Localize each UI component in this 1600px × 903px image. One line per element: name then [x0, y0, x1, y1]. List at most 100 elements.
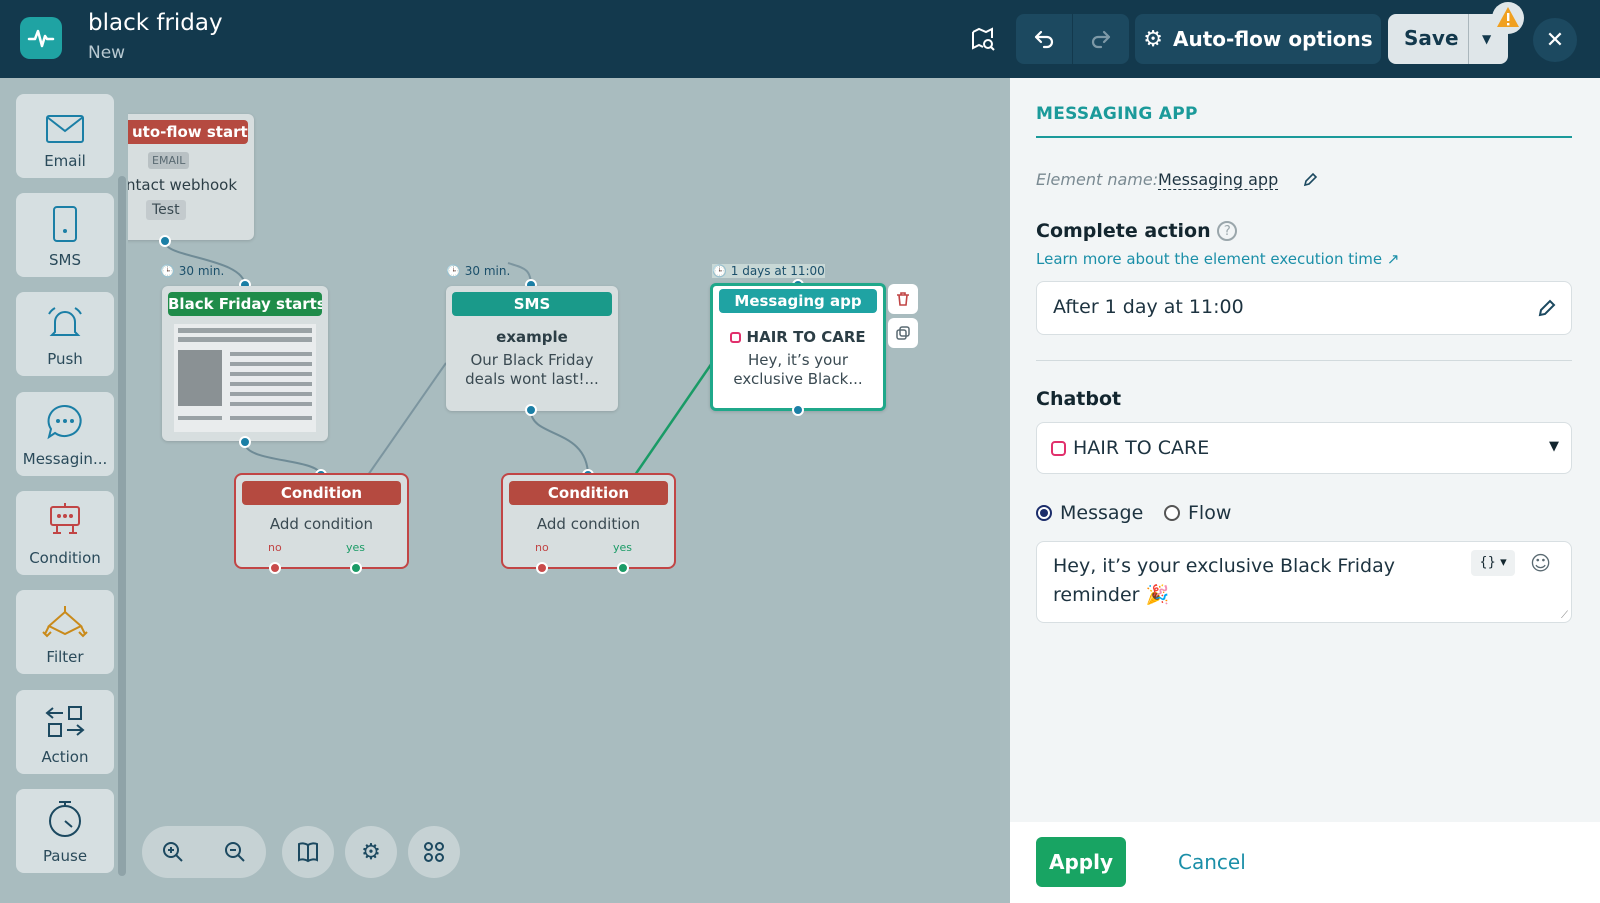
email-icon: [46, 115, 84, 143]
pencil-icon[interactable]: [1302, 172, 1318, 188]
save-label: Save: [1404, 26, 1459, 50]
messaging-node-title: Messaging app: [719, 289, 877, 313]
emoji-icon[interactable]: ☺: [1530, 551, 1551, 575]
docs-button[interactable]: [282, 826, 334, 878]
app-logo-icon[interactable]: [20, 17, 62, 59]
email-node[interactable]: Black Friday starts ...: [162, 286, 328, 441]
close-button[interactable]: ✕: [1533, 18, 1577, 62]
messaging-output-port[interactable]: [792, 404, 804, 416]
zoom-out-button[interactable]: [204, 840, 266, 864]
messaging-node-bot: HAIR TO CARE: [713, 328, 883, 346]
palette-pause[interactable]: Pause: [16, 789, 114, 873]
cancel-button[interactable]: Cancel: [1178, 850, 1246, 874]
sms-node-text-line1: Our Black Friday: [470, 351, 594, 369]
save-button[interactable]: Save ▼: [1388, 14, 1508, 64]
panel-title-underline: [1036, 136, 1572, 138]
chatbot-value: HAIR TO CARE: [1073, 437, 1210, 459]
element-name-value[interactable]: Messaging app: [1158, 170, 1279, 190]
flow-canvas[interactable]: uto-flow start EMAIL ntact webhook Test …: [128, 78, 1010, 903]
palette-condition[interactable]: Condition: [16, 491, 114, 575]
sms-node-title: SMS: [452, 292, 612, 316]
resize-handle-icon[interactable]: ⟋: [1561, 610, 1568, 621]
email-preview-thumbnail: [174, 324, 316, 432]
undo-button[interactable]: [1016, 14, 1072, 64]
external-link-icon: ↗: [1386, 250, 1400, 268]
grid-view-button[interactable]: [408, 826, 460, 878]
condition2-yes-label: yes: [613, 541, 633, 554]
complete-action-value: After 1 day at 11:00: [1053, 296, 1244, 318]
sms-node-text-line2: deals wont last!...: [465, 370, 599, 388]
palette-action[interactable]: Action: [16, 690, 114, 774]
sms-node[interactable]: SMS example Our Black Friday deals wont …: [446, 286, 618, 411]
condition1-yes-port[interactable]: [350, 562, 362, 574]
start-node-title: uto-flow start: [128, 120, 248, 144]
complete-action-field[interactable]: After 1 day at 11:00: [1036, 281, 1572, 335]
email-timer: 🕒 30 min.: [160, 264, 225, 278]
condition2-yes-port[interactable]: [617, 562, 629, 574]
complete-action-heading: Complete action ?: [1036, 220, 1238, 242]
condition2-node[interactable]: Condition Add condition no yes: [501, 473, 676, 569]
apply-button[interactable]: Apply: [1036, 837, 1126, 887]
gear-icon: ⚙: [361, 839, 381, 865]
undo-icon: [1034, 30, 1054, 49]
messaging-timer-value: 1 days at 11:00: [730, 264, 825, 278]
palette-sms[interactable]: SMS: [16, 193, 114, 277]
condition2-no-port[interactable]: [536, 562, 548, 574]
condition2-add-condition[interactable]: Add condition: [536, 515, 641, 533]
palette-scrollbar[interactable]: [118, 176, 126, 876]
message-textarea[interactable]: Hey, it’s your exclusive Black Friday re…: [1036, 541, 1572, 623]
sms-output-port[interactable]: [525, 404, 537, 416]
help-icon[interactable]: ?: [1217, 221, 1238, 241]
trash-icon: [897, 292, 909, 306]
pencil-icon[interactable]: [1537, 298, 1557, 318]
palette-filter[interactable]: Filter: [16, 590, 114, 674]
start-output-port[interactable]: [159, 235, 171, 247]
variables-button[interactable]: {} ▾: [1471, 550, 1515, 576]
messaging-node[interactable]: Messaging app HAIR TO CARE Hey, it’s you…: [710, 283, 886, 411]
start-node[interactable]: uto-flow start EMAIL ntact webhook Test: [128, 114, 254, 240]
condition2-no-label: no: [535, 541, 549, 554]
zoom-controls: [142, 826, 266, 878]
flow-title[interactable]: black friday: [88, 10, 223, 36]
radio-message-control[interactable]: [1036, 505, 1052, 521]
guide-button[interactable]: [958, 14, 1008, 64]
instagram-icon: [730, 332, 742, 343]
duplicate-node-button[interactable]: [888, 318, 918, 348]
radio-flow-control[interactable]: [1164, 505, 1180, 521]
condition1-add-condition[interactable]: Add condition: [269, 515, 374, 533]
radio-message[interactable]: Message: [1036, 502, 1143, 524]
instagram-icon: [1051, 441, 1066, 456]
condition-icon: [50, 503, 80, 534]
condition1-title: Condition: [242, 481, 401, 505]
chatbot-select[interactable]: HAIR TO CARE ▼: [1036, 422, 1572, 474]
delete-node-button[interactable]: [888, 284, 918, 314]
learn-more-link[interactable]: Learn more about the element execution t…: [1036, 250, 1399, 268]
condition1-node[interactable]: Condition Add condition no yes: [234, 473, 409, 569]
redo-icon: [1091, 30, 1111, 49]
zoom-in-button[interactable]: [142, 840, 204, 864]
autoflow-options-button[interactable]: ⚙ Auto-flow options: [1135, 14, 1381, 64]
redo-button[interactable]: [1073, 14, 1129, 64]
email-node-title: Black Friday starts ...: [168, 292, 322, 316]
palette-push[interactable]: Push: [16, 292, 114, 376]
messaging-node-text-line1: Hey, it’s your: [747, 351, 849, 369]
radio-flow[interactable]: Flow: [1164, 502, 1231, 524]
condition1-no-port[interactable]: [269, 562, 281, 574]
email-output-port[interactable]: [239, 436, 251, 448]
autoflow-options-label: Auto-flow options: [1173, 27, 1373, 51]
sms-timer-value: 30 min.: [464, 264, 511, 278]
gear-icon: ⚙: [1143, 26, 1164, 52]
element-name-label: Element name:: [1036, 170, 1159, 189]
palette-push-label: Push: [47, 350, 83, 368]
canvas-settings-button[interactable]: ⚙: [345, 826, 397, 878]
condition1-yes-label: yes: [346, 541, 366, 554]
grid-icon: [424, 842, 444, 862]
palette-email[interactable]: Email: [16, 94, 114, 178]
palette-messaging[interactable]: Messagin...: [16, 392, 114, 476]
chevron-down-icon[interactable]: ▼: [1482, 32, 1492, 46]
start-node-badge: EMAIL: [148, 152, 190, 169]
sms-node-name: example: [496, 328, 568, 346]
warning-icon[interactable]: [1490, 2, 1526, 34]
messaging-icon: [47, 404, 82, 440]
chatbot-heading: Chatbot: [1036, 388, 1122, 410]
